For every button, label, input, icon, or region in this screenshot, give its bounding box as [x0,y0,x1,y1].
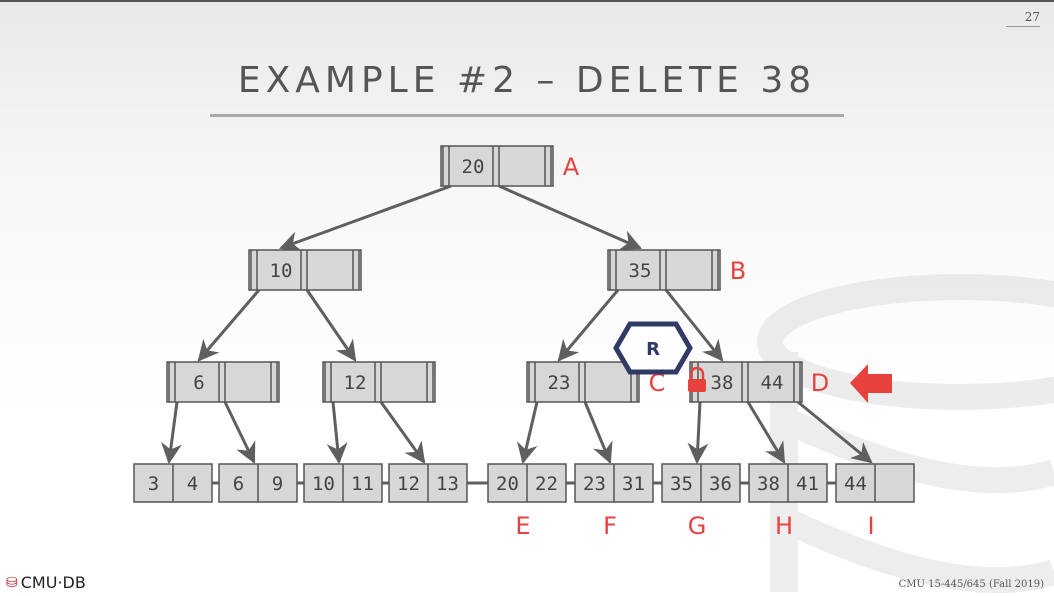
leaf-key: 20 [496,473,519,495]
tree-edge-n10-n6 [197,289,261,362]
lock-icon [688,366,706,392]
leaf-node-l6: 23 31F [574,463,654,540]
inner-node-n10: 10 [248,249,362,291]
node-box [526,361,640,403]
leaf-node-l4: 12 13 [388,463,468,503]
leaf-node-l3: 10 11 [303,463,383,503]
inner-node-root: 20 A [440,145,580,187]
node-name-label: G [688,512,707,540]
title-underline [210,114,844,117]
tree-edge-n12-l3 [326,401,348,465]
inner-node-n38: 38 44 D [689,361,829,403]
database-icon: ⛁ [6,574,18,591]
node-box [248,249,362,291]
tree-edge-root-n10 [279,184,452,252]
tree-edge-n35-n38 [664,289,724,362]
tree-edge-n6-l2 [223,401,256,464]
leaf-key: 36 [709,473,732,495]
inner-node-n12: 12 [322,361,436,403]
leaf-key: 23 [583,473,606,495]
tree-edge-n38-l8 [746,401,786,464]
tree-edge-root-n35 [498,184,642,251]
read-lock-badge: R [613,321,693,375]
leaf-node-l9: 44I [835,463,915,540]
node-name-label: I [867,512,874,540]
leaf-node-l5: 20 22E [487,463,567,540]
leaf-key: 35 [670,473,693,495]
page-number: 27 [1006,10,1040,27]
tree-edge-n23-l5 [517,401,539,465]
node-name-label: E [515,512,530,540]
slide-title: EXAMPLE #2 – DELETE 38 [237,60,817,101]
node-box [440,145,554,187]
tree-edge-n10-n12 [305,289,357,362]
tree-edge-n35-n23 [557,289,620,362]
node-name-label: B [730,257,746,285]
node-box [322,361,436,403]
node-name-label: D [811,369,829,397]
tree-edge-n23-l6 [583,401,613,464]
node-key: 10 [270,260,293,282]
inner-node-n6: 6 [166,361,280,403]
node-key: 35 [629,260,652,282]
node-name-label: F [603,512,617,540]
leaf-node-l8: 38 41H [748,463,828,540]
tree-edge-n12-l4 [379,401,426,464]
node-name-label: H [775,512,793,540]
lock-mode-label: R [646,339,660,360]
leaf-key: 41 [796,473,819,495]
course-footer: CMU 15-445/645 (Fall 2019) [898,579,1044,590]
leaf-key: 4 [187,473,198,495]
left-arrow-icon [850,364,892,403]
leaf-key: 11 [351,473,374,495]
node-name-label: C [649,369,666,397]
tree-edge-n38-l7 [687,401,709,465]
leaf-key: 12 [397,473,420,495]
leaf-key: 6 [233,473,244,495]
node-box [607,249,721,291]
logo-text: CMU·DB [20,573,86,592]
leaf-node-l7: 35 36G [661,463,741,540]
leaf-key: 22 [535,473,558,495]
inner-node-n35: 35 B [607,249,746,291]
node-name-label: A [563,153,580,181]
cmu-db-logo: ⛁ CMU·DB [6,573,86,592]
edges-layer [161,184,873,465]
node-key: 38 [711,372,734,394]
leaf-key: 44 [844,473,867,495]
background-database-icon [757,274,1054,594]
leaf-key: 10 [312,473,335,495]
tree-edge-n6-l1 [161,401,182,465]
node-key: 12 [344,372,367,394]
node-key: 20 [462,156,485,178]
inner-node-n23: 23 C [526,361,666,403]
node-box [689,361,803,403]
leaf-key: 13 [436,473,459,495]
tree-edge-n38-l9 [797,400,873,464]
leaf-key: 9 [272,473,283,495]
node-box [166,361,280,403]
leaf-key: 3 [148,473,159,495]
leaf-key: 38 [757,473,780,495]
node-key: 6 [193,372,204,394]
node-key: 23 [548,372,571,394]
node-key: 44 [761,372,784,394]
leaf-key: 31 [622,473,645,495]
